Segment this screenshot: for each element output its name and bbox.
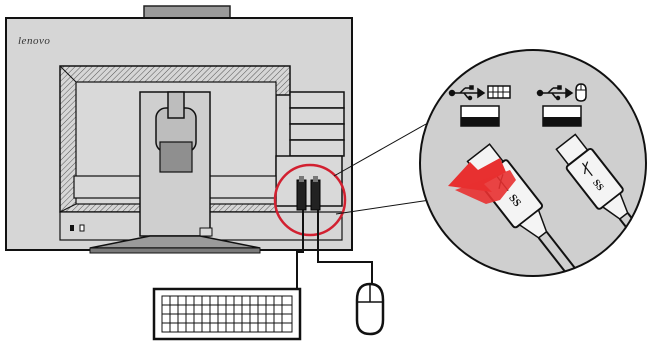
usb-icon [536, 85, 574, 101]
zoom-leader-bottom [335, 199, 431, 215]
usb-icon [448, 85, 486, 101]
lock-slot-icon [70, 225, 74, 231]
monitor: lenovo [5, 5, 353, 254]
usb-superspeed-icon [581, 161, 593, 177]
zoom-leader-top [333, 123, 427, 177]
monitor-stand [89, 91, 261, 254]
usb-port-keyboard [460, 105, 500, 127]
peripheral-cables [296, 210, 373, 300]
keyboard-icon [487, 85, 511, 99]
insert-arrow-icon [448, 158, 516, 204]
keyboard-icon [152, 287, 302, 341]
usb-cables-plugged [296, 176, 321, 211]
usb-port-mouse [542, 105, 582, 127]
zoom-detail-panel: SS SS [419, 49, 647, 277]
superspeed-marking: SS [506, 192, 523, 209]
small-port-icon [79, 224, 85, 232]
mouse-icon [355, 282, 385, 336]
brand-logo: lenovo [18, 35, 50, 47]
highlight-ring [273, 163, 347, 237]
mouse-icon [575, 83, 587, 102]
